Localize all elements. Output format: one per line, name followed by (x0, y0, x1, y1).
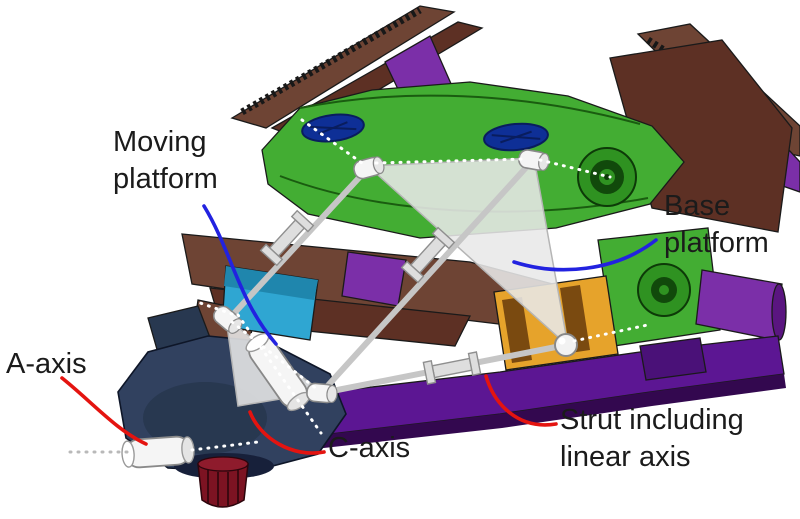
platform-hole-right (483, 122, 549, 152)
platform-bearing (577, 147, 637, 207)
axis-dotted-lines (68, 118, 654, 454)
label-moving-platform: Moving platform (113, 126, 218, 196)
leader-c-axis (248, 410, 326, 455)
leader-strut (484, 374, 558, 427)
joint-cylinder-e (305, 382, 339, 405)
bottom-rail (243, 335, 786, 454)
label-base-platform: Base platform (664, 190, 769, 260)
strut-2 (319, 158, 535, 395)
label-c-axis: C-axis (328, 432, 411, 464)
strut-1 (225, 165, 371, 323)
leader-base-platform (512, 238, 658, 272)
label-strut: Strut including linear axis (560, 404, 744, 474)
right-purple-cylinder (695, 269, 787, 341)
spindle-red-cap (197, 456, 249, 508)
leader-a-axis (60, 376, 148, 446)
strut-3-linear-axis (319, 342, 569, 396)
platform-hole-left (301, 113, 365, 143)
leader-moving-platform (202, 204, 278, 346)
a-axis-cylinder (121, 435, 195, 469)
ball-joint (554, 333, 578, 357)
cyan-carriage (221, 265, 319, 341)
base-platform-schematic-triangle (366, 157, 570, 349)
label-a-axis: A-axis (6, 348, 87, 380)
